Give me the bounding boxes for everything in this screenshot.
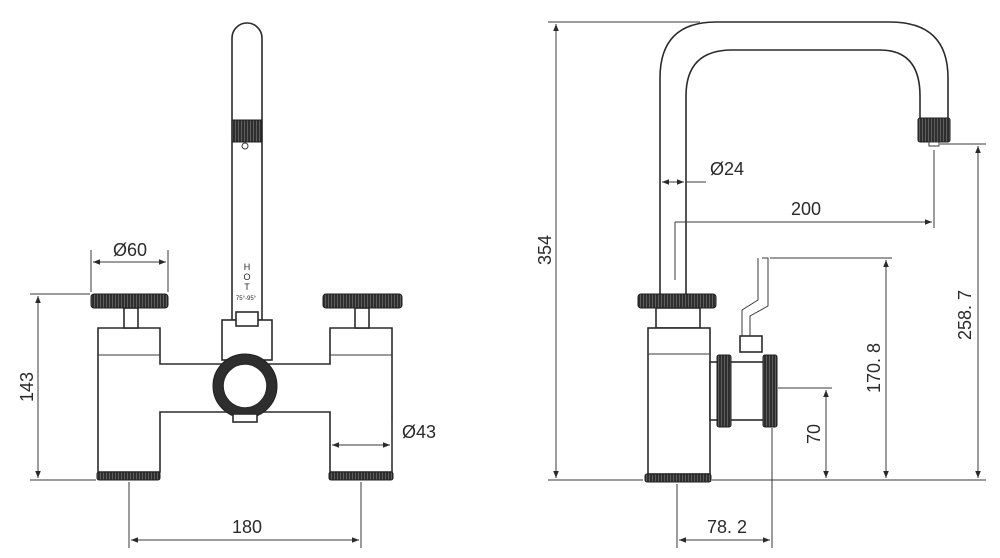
side-valve-lever-base	[739, 335, 763, 353]
front-left-handle-knob	[90, 293, 169, 309]
front-left-handle-stem	[123, 307, 139, 329]
front-center-valve-inner	[222, 363, 268, 409]
side-spout-inner	[685, 49, 921, 294]
spout-temp-label: 75°-95°	[236, 296, 257, 302]
dim-handle-diameter-label: Ø60	[113, 240, 147, 260]
front-right-base-ring	[328, 471, 394, 481]
side-inlet-ring-left	[716, 354, 732, 428]
hot-letter-t: T	[244, 282, 250, 292]
dim-base-offset-label: 78. 2	[707, 517, 747, 537]
side-valve-lever	[741, 257, 769, 352]
side-handle-stem	[655, 307, 701, 329]
front-view: H O T 75°-95° Ø60 143	[17, 22, 436, 548]
side-spout-outer	[659, 21, 949, 294]
side-view: Ø24 200 354 258. 7 170. 8 70 78. 2	[535, 21, 986, 548]
side-spout-knurl-ring	[917, 117, 951, 143]
dim-base-diameter-label: Ø43	[402, 422, 436, 442]
front-spout-outlet	[241, 142, 249, 150]
side-spout-outlet	[928, 141, 940, 147]
hot-letter-o: O	[243, 272, 250, 282]
dim-centers-label: 180	[232, 517, 262, 537]
dim-valve-height-label: 170. 8	[864, 343, 884, 393]
front-spout-knurl-ring	[231, 119, 263, 143]
front-spout-tube	[231, 22, 263, 321]
side-base-ring	[644, 473, 712, 483]
dim-height-label: 143	[17, 372, 37, 402]
front-right-handle-knob	[322, 293, 403, 309]
front-center-valve-stem	[232, 413, 258, 423]
dim-reach-label: 200	[791, 199, 821, 219]
side-inlet-ring-right	[762, 354, 778, 428]
front-spout-collar-top	[235, 311, 259, 327]
front-right-handle-stem	[354, 307, 370, 329]
front-left-base-ring	[96, 471, 161, 481]
dim-spout-diameter-label: Ø24	[710, 159, 744, 179]
dim-inlet-height-label: 70	[804, 424, 824, 444]
dim-total-height-label: 354	[535, 235, 555, 265]
dim-outlet-height-label: 258. 7	[955, 290, 975, 340]
side-body	[647, 327, 711, 475]
side-handle-knob	[637, 293, 717, 309]
hot-letter-h: H	[244, 262, 251, 272]
